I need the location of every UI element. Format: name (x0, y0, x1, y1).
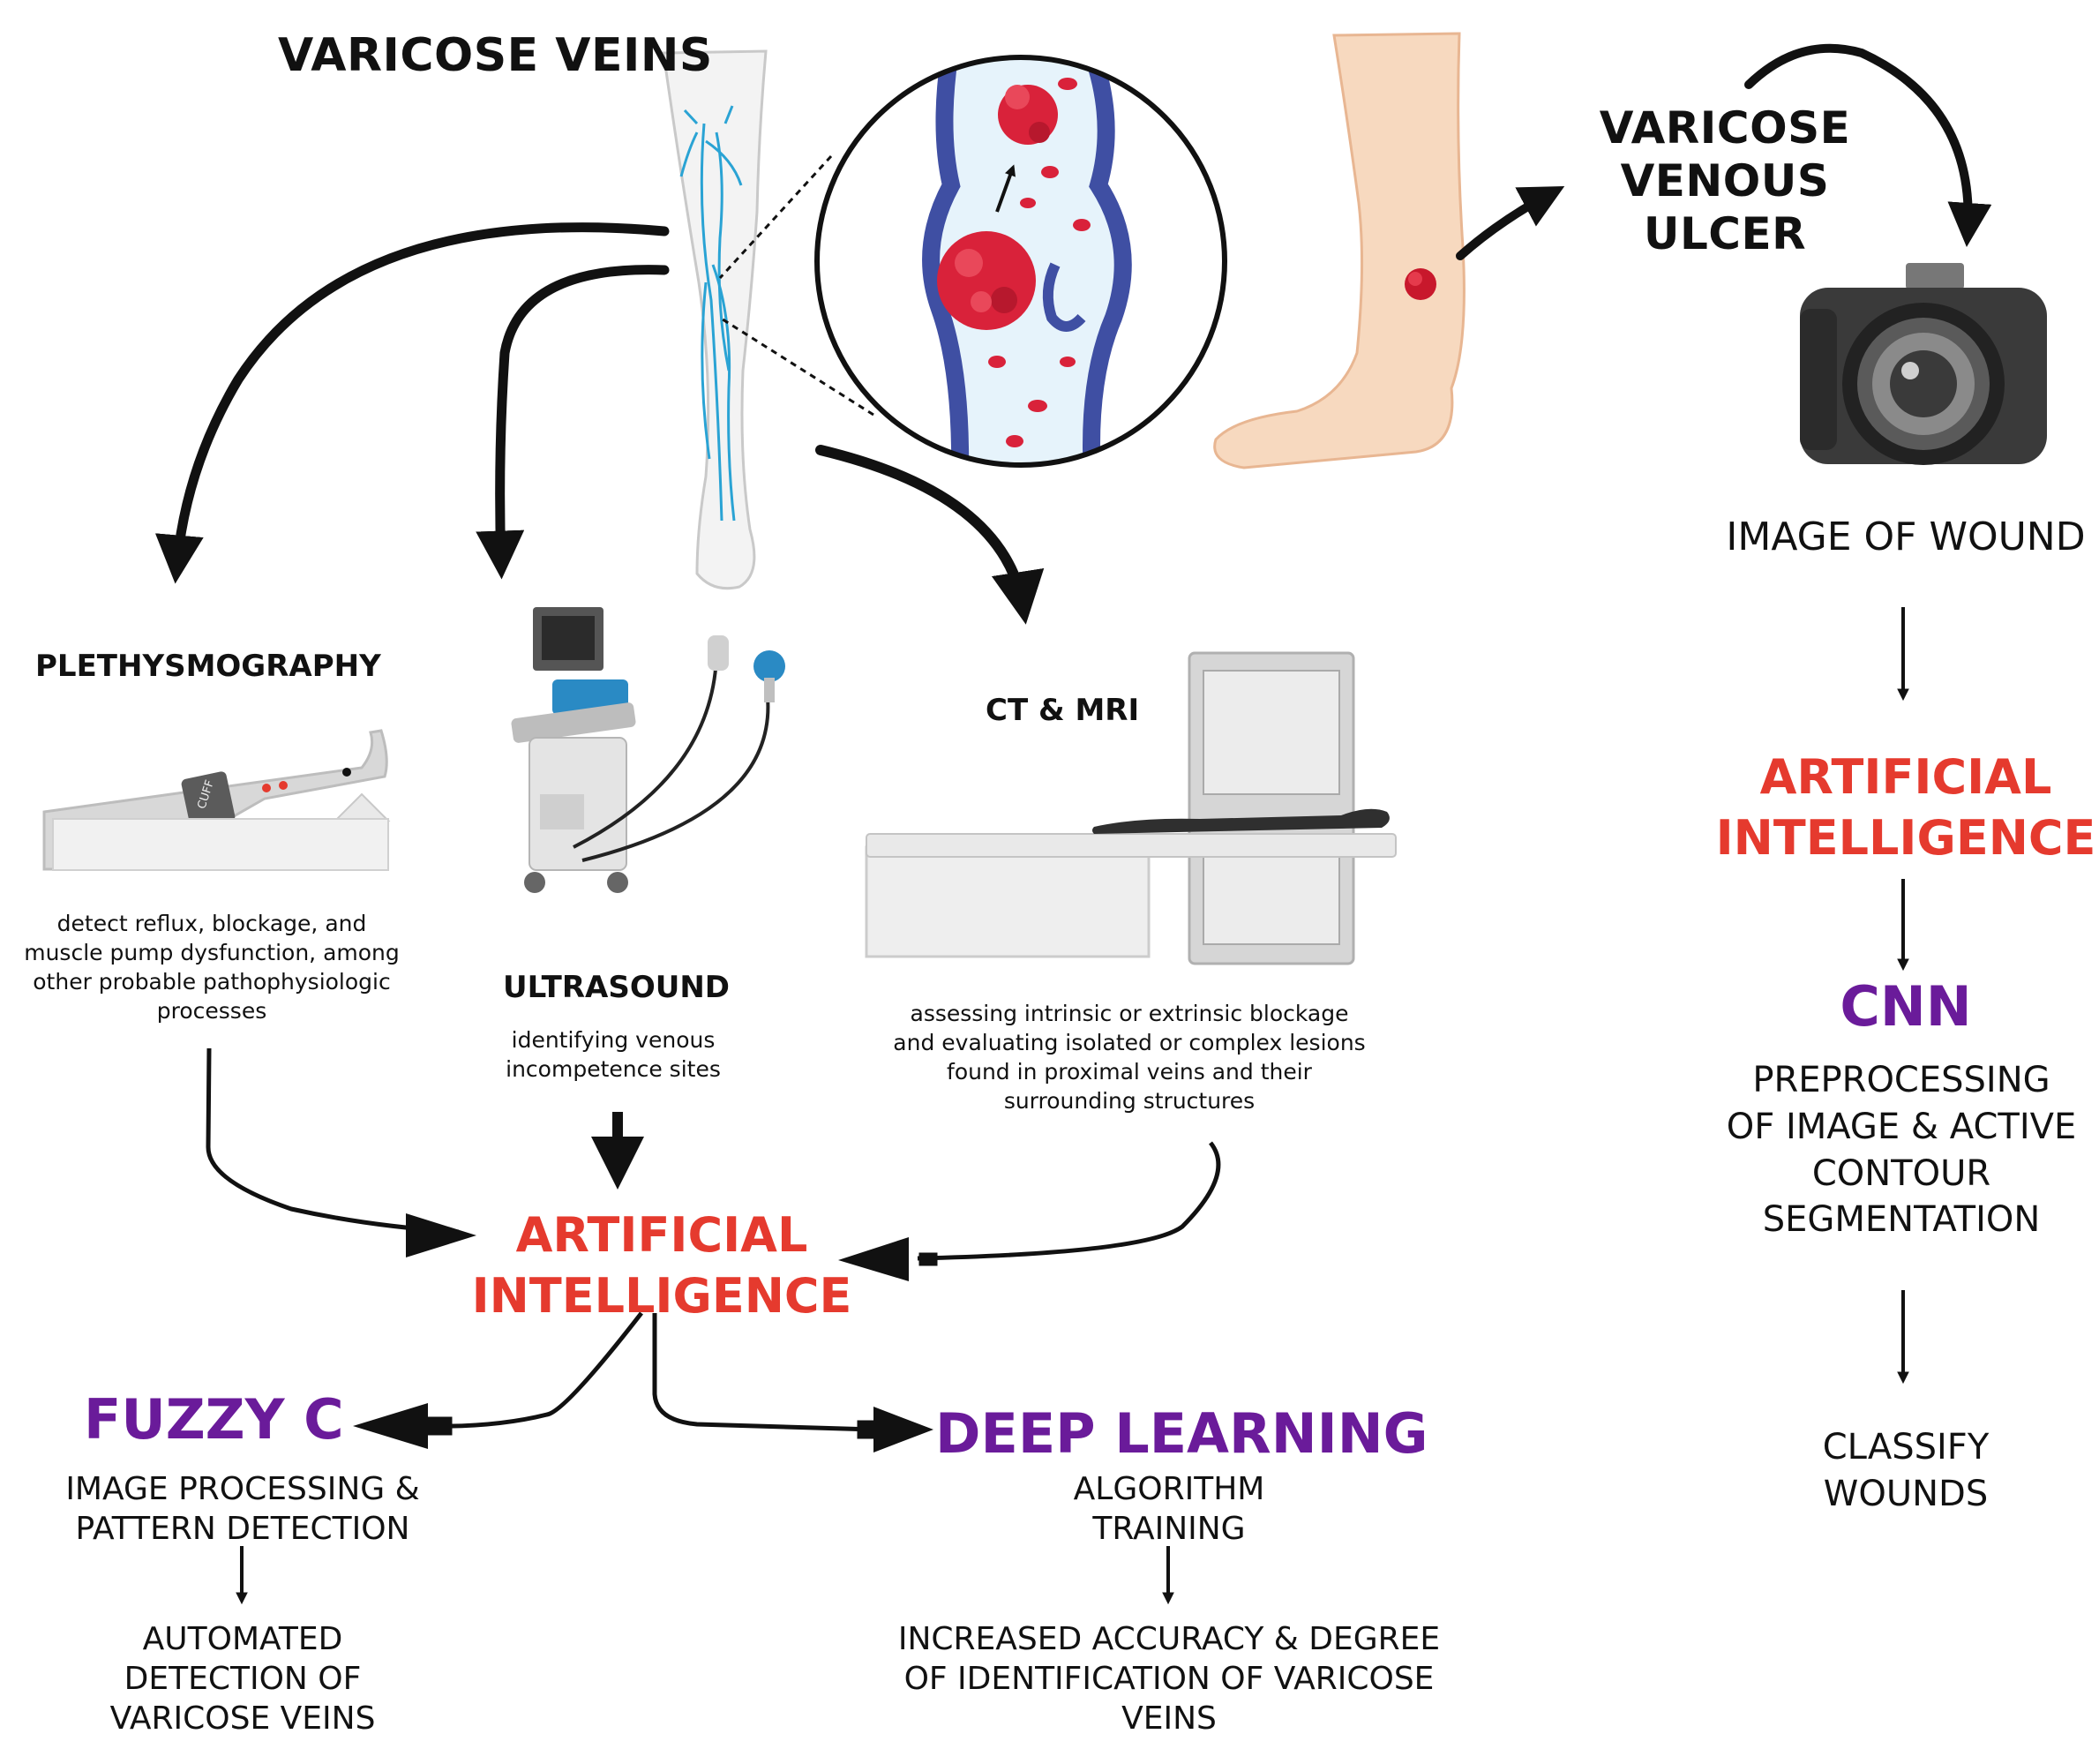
vein-zoom-circle (718, 55, 1227, 468)
ultrasound-description: identifying venous incompetence sites (506, 1027, 721, 1082)
ulcer-leg-illustration (1213, 32, 1466, 469)
fuzzy-c-description: IMAGE PROCESSING & PATTERN DETECTION (65, 1471, 420, 1547)
ct-mri-description: assessing intrinsic or extrinsic blockag… (893, 1001, 1366, 1114)
ultrasound-machine-illustration (511, 607, 785, 893)
right-ai-label: ARTIFICIAL INTELLIGENCE (1715, 749, 2096, 867)
fuzzy-c-label: FUZZY C (84, 1387, 344, 1452)
varicose-veins-title: VARICOSE VEINS (278, 29, 713, 82)
deep-learning-description: ALGORITHM TRAINING (1073, 1471, 1265, 1547)
camera-icon (1800, 263, 2047, 465)
varicose-leg-illustration (662, 49, 768, 590)
central-ai-label: ARTIFICIAL INTELLIGENCE (471, 1207, 852, 1325)
plethysmography-description: detect reflux, blockage, and muscle pump… (24, 911, 400, 1024)
varicose-venous-ulcer-title: VARICOSE VENOUS ULCER (1599, 102, 1851, 259)
plethysmography-label: PLETHYSMOGRAPHY (35, 649, 381, 684)
ultrasound-label: ULTRASOUND (503, 970, 731, 1005)
ai-output-arrows (353, 1311, 933, 1452)
plethysmography-illustration: CUFF (42, 729, 391, 871)
source-arrows (154, 43, 1992, 625)
ct-mri-label: CT & MRI (986, 693, 1140, 728)
flow-arrows (236, 607, 1909, 1605)
cnn-label: CNN (1840, 974, 1972, 1039)
deep-learning-label: DEEP LEARNING (935, 1401, 1428, 1466)
classify-wounds-label: CLASSIFY WOUNDS (1822, 1427, 1990, 1514)
cnn-description: PREPROCESSING OF IMAGE & ACTIVE CONTOUR … (1726, 1060, 2077, 1241)
deep-learning-result: INCREASED ACCURACY & DEGREE OF IDENTIFIC… (897, 1621, 1441, 1737)
fuzzy-c-result: AUTOMATED DETECTION OF VARICOSE VEINS (109, 1621, 376, 1737)
to-ai-arrows (206, 1047, 1221, 1281)
ct-mri-scanner-illustration (865, 651, 1397, 965)
image-of-wound-label: IMAGE OF WOUND (1726, 514, 2086, 559)
